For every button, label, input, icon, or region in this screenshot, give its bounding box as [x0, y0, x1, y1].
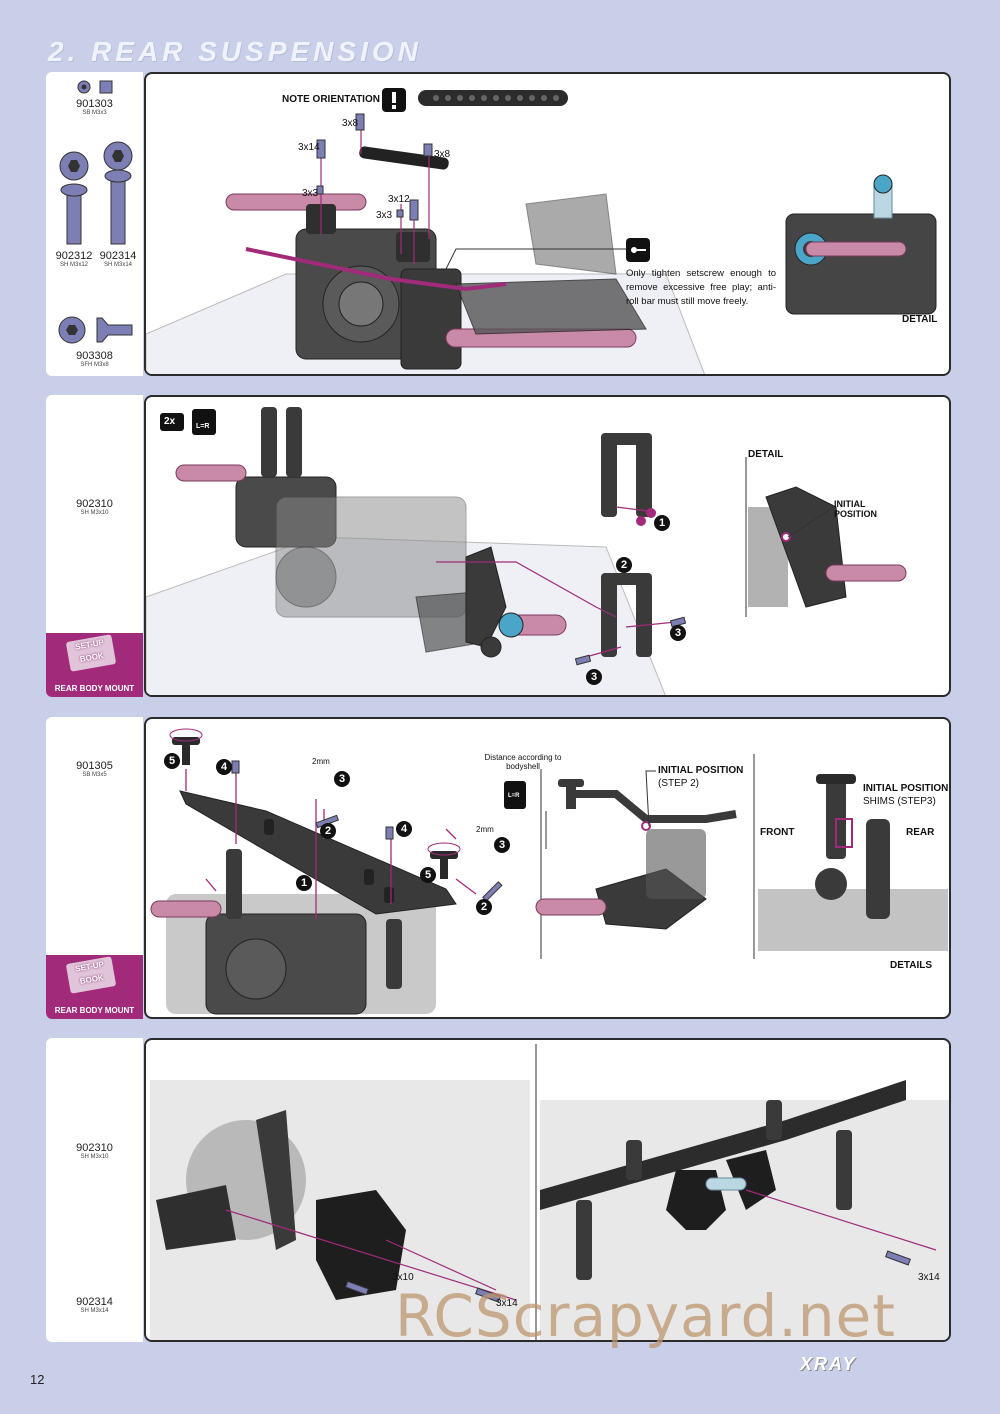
shim-size-label: 2mm	[476, 825, 494, 834]
detail-label: DETAIL	[748, 449, 784, 460]
screw-label: 3x12	[388, 194, 410, 205]
part-902314: 902314 SH M3x14	[99, 250, 137, 268]
parts-column-step1	[46, 72, 143, 376]
step1-panel: NOTE ORIENTATION 3x8 3x14 3x8 3x3 3x12 3…	[144, 72, 951, 376]
detail-label: DETAIL	[902, 314, 938, 325]
step3-panel: 5 4 2mm 3 2 1 4 2mm 3 5 2 Distance accor…	[144, 717, 951, 1019]
left-right-badge: L=R	[508, 793, 520, 799]
screw-label: 3x8	[434, 149, 451, 160]
brand-logo: XRAY	[800, 1354, 857, 1374]
step-number: 4	[396, 821, 412, 837]
step3-illustration	[150, 728, 948, 1015]
screw-label: 3x8	[342, 118, 359, 129]
initial-position-shims-label: INITIAL POSITION	[863, 783, 949, 794]
step-number: 2	[320, 823, 336, 839]
initial-position-label: INITIAL POSITION	[834, 499, 878, 519]
initial-position-label: INITIAL POSITION	[658, 765, 744, 776]
step2-panel: 2x L=R DETAIL INITIAL POSITION 1 2 3 3	[144, 395, 951, 697]
step-number: 3	[670, 625, 686, 641]
front-label: FRONT	[760, 827, 795, 838]
note-orientation-label: NOTE ORIENTATION	[282, 94, 380, 105]
screw-label: 3x14	[298, 142, 320, 153]
step-number: 1	[654, 515, 670, 531]
part-901305: 901305 SB M3x5	[76, 760, 113, 778]
step-number: 1	[296, 875, 312, 891]
step-number: 5	[420, 867, 436, 883]
screw-label: 3x14	[496, 1298, 518, 1309]
step-number: 3	[586, 669, 602, 685]
shims-step-reference: SHIMS (STEP3)	[863, 796, 936, 807]
part-902310: 902310 SH M3x10	[76, 1142, 113, 1160]
screw-label: 3x3	[376, 210, 393, 221]
step4-panel: 3x10 3x14 3x14	[144, 1038, 951, 1342]
step-number: 3	[494, 837, 510, 853]
details-label: DETAILS	[890, 960, 933, 971]
step2-illustration	[146, 407, 907, 695]
screw-label: 3x10	[392, 1272, 414, 1283]
left-right-badge: L=R	[196, 423, 210, 430]
step-number: 4	[216, 759, 232, 775]
step-number: 5	[164, 753, 180, 769]
quantity-badge: 2x	[164, 416, 176, 427]
rear-label: REAR	[906, 827, 935, 838]
part-902310: 902310 SH M3x10	[76, 498, 113, 516]
step-number: 2	[476, 899, 492, 915]
parts-column-step4	[46, 1038, 143, 1342]
part-901303: 901303 SB M3x3	[76, 98, 113, 116]
page-number: 12	[30, 1372, 45, 1387]
part-902312: 902312 SH M3x12	[55, 250, 93, 268]
step-number: 2	[616, 557, 632, 573]
screw-label: 3x3	[302, 188, 319, 199]
setup-book-badge: SET-UP BOOK REAR BODY MOUNT	[46, 955, 143, 1019]
step-reference: (STEP 2)	[658, 778, 699, 789]
setscrew-instruction: Only tighten setscrew enough to remove e…	[626, 268, 776, 307]
part-902314: 902314 SH M3x14	[76, 1296, 113, 1314]
step1-illustration	[146, 88, 937, 374]
step-number: 3	[334, 771, 350, 787]
distance-note: Distance according to bodyshell	[484, 753, 562, 771]
section-title: 2. REAR SUSPENSION	[48, 36, 422, 67]
setup-book-badge: SET-UP BOOK REAR BODY MOUNT	[46, 633, 143, 697]
part-903308: 903308 SFH M3x8	[76, 350, 113, 368]
watermark: RCScrapyard.net	[395, 1282, 896, 1350]
shim-size-label: 2mm	[312, 757, 330, 766]
step4-illustration	[150, 1044, 949, 1340]
screw-label: 3x14	[918, 1272, 940, 1283]
